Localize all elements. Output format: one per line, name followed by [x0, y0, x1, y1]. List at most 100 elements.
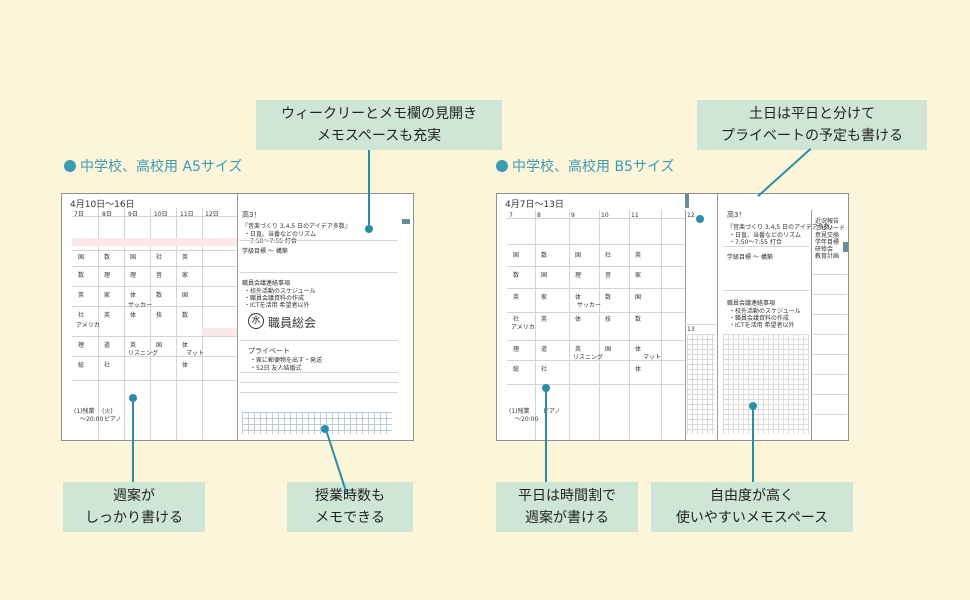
callout-line: 週案が書ける [525, 510, 609, 526]
page-tab-marker [402, 219, 410, 224]
memo-line: ・ICTを活用 希望者以外 [244, 302, 310, 309]
day-label: 7 [509, 212, 513, 219]
subject-cell: 総 [513, 366, 520, 373]
note-text: リスニング [128, 350, 159, 357]
subject-cell: 英 [78, 292, 85, 299]
connector-pin [321, 425, 329, 433]
overtime-mark: (1)残業 [74, 408, 95, 415]
connector-pin [129, 394, 137, 402]
subject-cell: 英 [541, 316, 548, 323]
weekend-grid [687, 334, 715, 434]
subject-cell: 理 [513, 346, 520, 353]
subject-cell: 体 [635, 366, 642, 373]
subject-cell: 総 [78, 362, 85, 369]
overtime-time: 〜20:00 [80, 416, 104, 423]
subject-cell: 音 [156, 272, 163, 279]
subject-cell: 体 [635, 346, 642, 353]
callout-line: 自由度が高く [710, 488, 794, 504]
memo-line: 『音楽づくり 3,4,5 日のアイデア多数』 [727, 224, 836, 231]
callout-line: 週案が [113, 488, 155, 504]
callout-line: 土日は平日と分けて [749, 106, 875, 122]
a5-heading: 中学校、高校用 A5サイズ [64, 156, 243, 176]
connector-line [545, 388, 547, 482]
day-label: 13 [687, 326, 695, 333]
note-text: サッカー [128, 302, 153, 309]
private-line: ・52日 友人結婚式 [250, 365, 302, 372]
overtime-mark: (1)残業 [509, 408, 530, 415]
memo-line: ・校外活動のスケジュール [244, 288, 316, 295]
subject-cell: 技 [156, 312, 163, 319]
bullet-dot-icon [64, 160, 76, 172]
subject-cell: 技 [605, 316, 612, 323]
subject-cell: 理 [575, 272, 582, 279]
memo-line: ・職員会議資料の作成 [729, 315, 790, 322]
memo-line: ・ICTを活用 希望者以外 [729, 322, 795, 329]
memo-line: 『音楽づくり 3,4,5 日のアイデア多数』 [242, 223, 351, 230]
subject-cell: 社 [513, 316, 520, 323]
subject-cell: 国 [130, 254, 137, 261]
note-text: マット [186, 350, 205, 357]
subject-cell: 英 [635, 252, 642, 259]
callout-timetable: 平日は時間割で 週案が書ける [496, 482, 638, 532]
connector-line [757, 148, 812, 197]
memo-header: 高3！ [242, 211, 261, 219]
page-tab-marker [685, 194, 689, 208]
subject-cell: 数 [605, 294, 612, 301]
subject-cell: 道 [541, 346, 548, 353]
day-label: 11日 [180, 211, 194, 218]
subject-cell: 体 [130, 292, 137, 299]
memo-line: ・職員会議資料の作成 [244, 295, 305, 302]
day-label: 12日 [205, 211, 219, 218]
b5-date-range: 4月7日〜13日 [505, 200, 564, 210]
meeting-title: 職員総会 [268, 316, 317, 330]
callout-line: プライベートの予定も書ける [721, 128, 903, 144]
subject-cell: 家 [541, 294, 548, 301]
memo-line: ・7:50〜7:55 打合 [244, 238, 297, 245]
overtime-time: 〜20:00 [515, 416, 539, 423]
piano-note: ピアノ [104, 416, 122, 423]
connector-line [368, 150, 370, 229]
stamp-mark: 水 [248, 313, 264, 329]
note-text: アメリカ [76, 322, 100, 329]
subject-cell: 英 [575, 346, 582, 353]
day-label: 8日 [102, 211, 112, 218]
memo-line: 学級目標 〜 構築 [242, 248, 288, 255]
class-hours-grid [242, 412, 392, 434]
connector-line [132, 398, 134, 482]
connector-pin [696, 215, 704, 223]
note-text: リスニング [573, 354, 604, 361]
connector-pin [365, 225, 373, 233]
subject-cell: 理 [104, 272, 111, 279]
b5-heading: 中学校、高校用 B5サイズ [496, 156, 675, 176]
subject-cell: 体 [575, 316, 582, 323]
right-column-item: 近況報告 [815, 218, 840, 225]
callout-line: 使いやすいメモスペース [675, 510, 829, 526]
callout-line: メモスペースも充実 [316, 128, 442, 144]
callout-line: しっかり書ける [85, 510, 183, 526]
page-tab-marker [843, 242, 848, 252]
subject-cell: 英 [104, 312, 111, 319]
callout-line: ウィークリーとメモ欄の見開き [281, 106, 477, 122]
subject-cell: 数 [78, 272, 85, 279]
subject-cell: 数 [182, 312, 189, 319]
day-label: 7日 [74, 211, 84, 218]
subject-cell: 理 [130, 272, 137, 279]
memo-header: 高3！ [727, 211, 746, 219]
connector-pin [749, 402, 757, 410]
b5-planner: 4月7日〜13日 7 8 9 10 11 12 13 国 数 国 社 英 数 国… [496, 193, 849, 441]
piano-note: ピアノ [543, 408, 561, 415]
note-text: マット [643, 354, 662, 361]
subject-cell: 社 [541, 366, 548, 373]
subject-cell: 家 [635, 272, 642, 279]
day-label: 9 [571, 212, 575, 219]
subject-cell: 国 [78, 254, 85, 261]
day-label: 11 [631, 212, 639, 219]
callout-lesson-plan: 週案が しっかり書ける [63, 482, 205, 532]
subject-cell: 数 [156, 292, 163, 299]
callout-class-hours: 授業時数も メモできる [287, 482, 413, 532]
subject-cell: 国 [635, 294, 642, 301]
private-line: ・家に郵便物を出す・発送 [250, 357, 323, 364]
subject-cell: 理 [78, 342, 85, 349]
subject-cell: 数 [104, 254, 111, 261]
bullet-dot-icon [496, 160, 508, 172]
